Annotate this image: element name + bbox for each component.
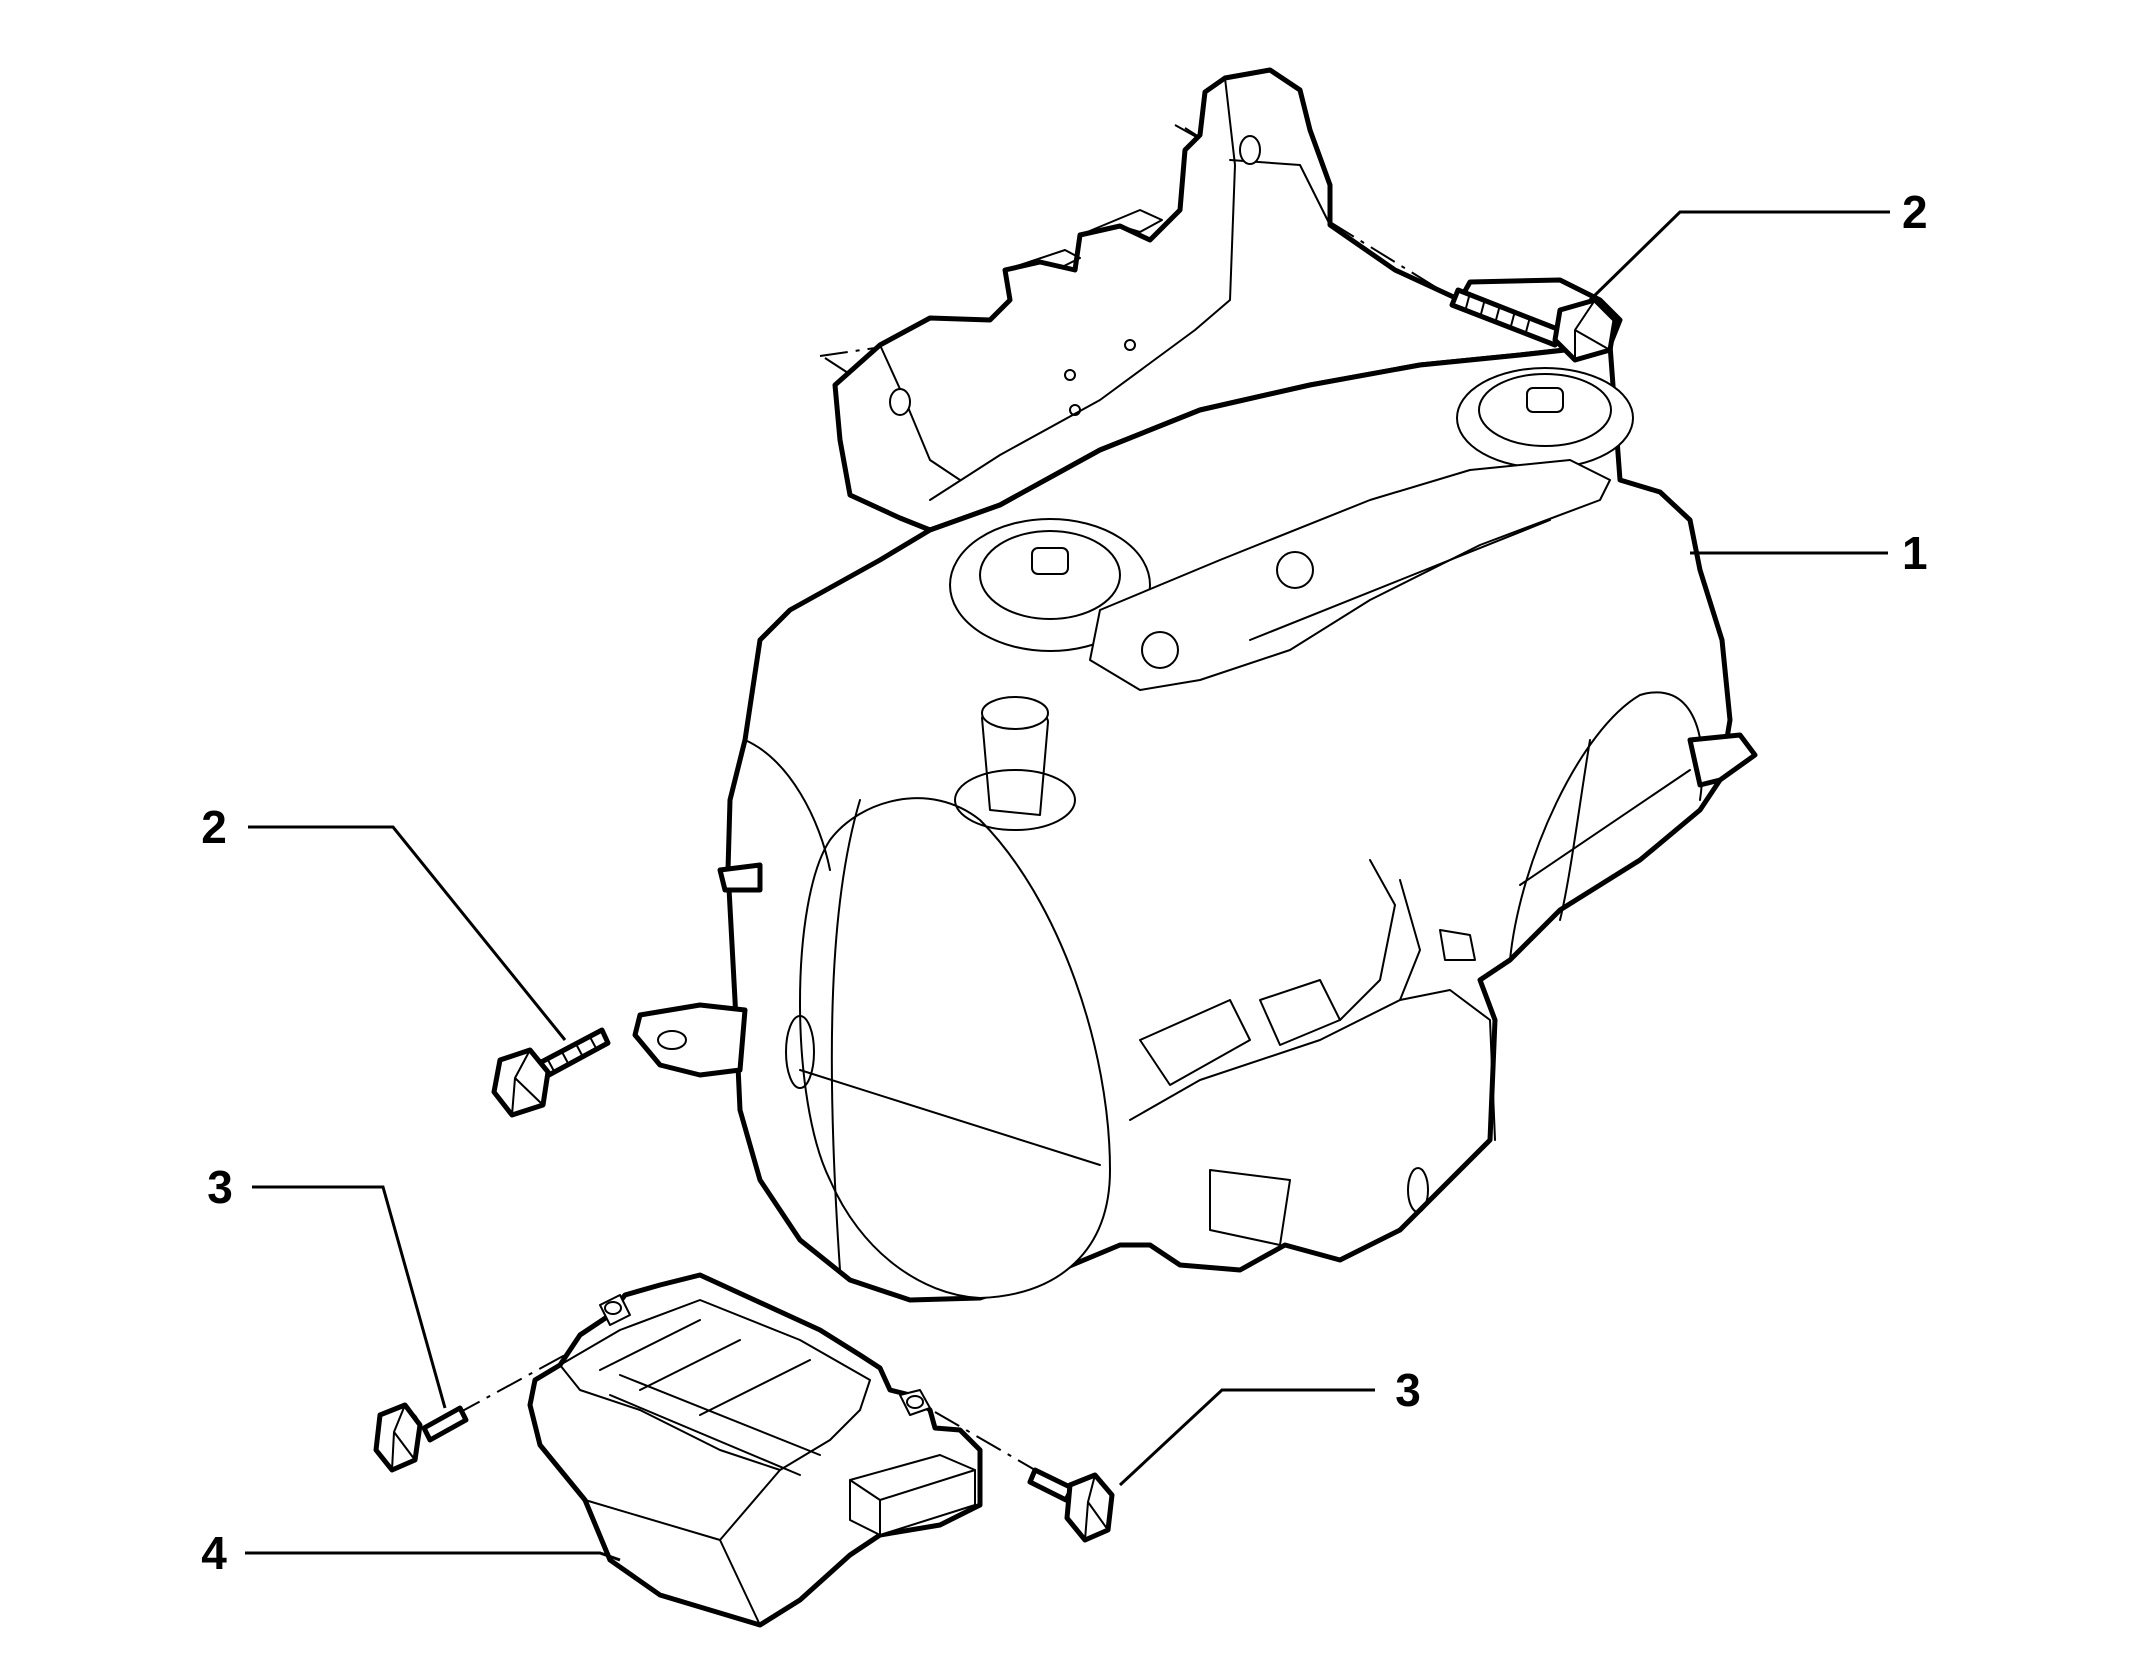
side-tab	[717, 862, 763, 893]
screw-shank	[1027, 1467, 1075, 1503]
bolt-left	[491, 1027, 611, 1118]
leader-line-screw-left	[252, 1185, 447, 1409]
right-blower-cover	[1509, 691, 1704, 961]
bolt-top	[1449, 287, 1618, 363]
callout-module: 4	[201, 1527, 227, 1579]
bolt-head-face	[511, 1049, 544, 1116]
callout-screw-left: 3	[207, 1161, 233, 1213]
mount-hole	[889, 388, 911, 416]
blower-cover-seam	[799, 1069, 1101, 1166]
right-blower-seam	[1519, 769, 1691, 886]
leader-lines	[245, 210, 1890, 1562]
blower-hub	[785, 1015, 815, 1089]
bolt-shank	[1449, 287, 1563, 348]
bracket-detail	[929, 77, 1236, 501]
lower-housing	[1399, 989, 1496, 1141]
module-ridge	[599, 1319, 811, 1416]
axis-line	[824, 357, 906, 411]
callout-screw-right: 3	[1395, 1364, 1421, 1416]
module-top-panel	[559, 1299, 871, 1471]
hose-outlet-rim	[981, 696, 1049, 730]
screw-head-hex	[1064, 1472, 1115, 1543]
bracket-slot	[1004, 249, 1081, 271]
cross-strap	[1089, 459, 1611, 691]
control-module	[527, 1272, 983, 1628]
screw-right	[1027, 1467, 1115, 1543]
callout-main-unit: 1	[1902, 527, 1928, 579]
leader-line-module	[245, 1551, 621, 1562]
bolt-thread	[1465, 292, 1531, 333]
callout-bolt-left: 2	[201, 801, 227, 853]
side-tab	[632, 1002, 748, 1078]
tab-hole	[657, 1030, 687, 1050]
leader-line-screw-right	[1118, 1388, 1375, 1487]
bracket-slot	[1079, 209, 1163, 236]
rivet	[1124, 339, 1136, 351]
hose-base	[954, 769, 1076, 831]
strap-nut	[1276, 551, 1314, 589]
callout-labels: 2 1 2 3 3 4	[201, 186, 1927, 1579]
bolt-thread	[547, 1036, 598, 1074]
blower-cover	[799, 797, 1111, 1299]
screw-head-face	[1084, 1474, 1109, 1541]
module-tab-hole	[906, 1395, 924, 1409]
strap-groove	[1249, 519, 1551, 641]
axis-line	[934, 1411, 1036, 1471]
wire-harness	[1129, 879, 1421, 1121]
connector-block	[1139, 999, 1251, 1086]
lower-housing	[1209, 1169, 1291, 1246]
lower-slot	[1407, 1167, 1429, 1213]
mount-stud	[1031, 547, 1069, 575]
screw-left	[373, 1402, 469, 1473]
bolt-head-face	[1574, 299, 1611, 361]
callout-bolt-top: 2	[1902, 186, 1928, 238]
module-tab-hole	[604, 1301, 622, 1315]
rivet	[1069, 404, 1081, 416]
strap-nut	[1141, 631, 1179, 669]
screw-shank	[421, 1405, 469, 1443]
blower-cover-seam	[744, 739, 831, 871]
mount-stud	[1526, 387, 1564, 413]
lower-bracket	[1439, 929, 1476, 961]
leader-line-bolt-top	[1588, 210, 1890, 302]
rivet	[1064, 369, 1076, 381]
module-body	[527, 1272, 983, 1628]
module-side-face	[584, 1469, 781, 1626]
blower-cover-seam	[830, 799, 861, 1271]
side-tab	[1687, 732, 1758, 788]
bracket-detail	[879, 344, 961, 481]
wire-harness	[1339, 859, 1396, 1021]
screw-head-face	[391, 1404, 416, 1471]
module-tab	[899, 1389, 931, 1416]
main-housing	[632, 67, 1758, 1303]
module-connector	[849, 1454, 976, 1536]
leader-line-bolt-left	[248, 825, 567, 1041]
module-connector-face	[849, 1469, 976, 1536]
bolt-head-hex	[1552, 297, 1618, 363]
module-ridge	[609, 1374, 821, 1476]
mount-hole	[1239, 135, 1261, 165]
right-blower-seam	[1559, 739, 1591, 921]
